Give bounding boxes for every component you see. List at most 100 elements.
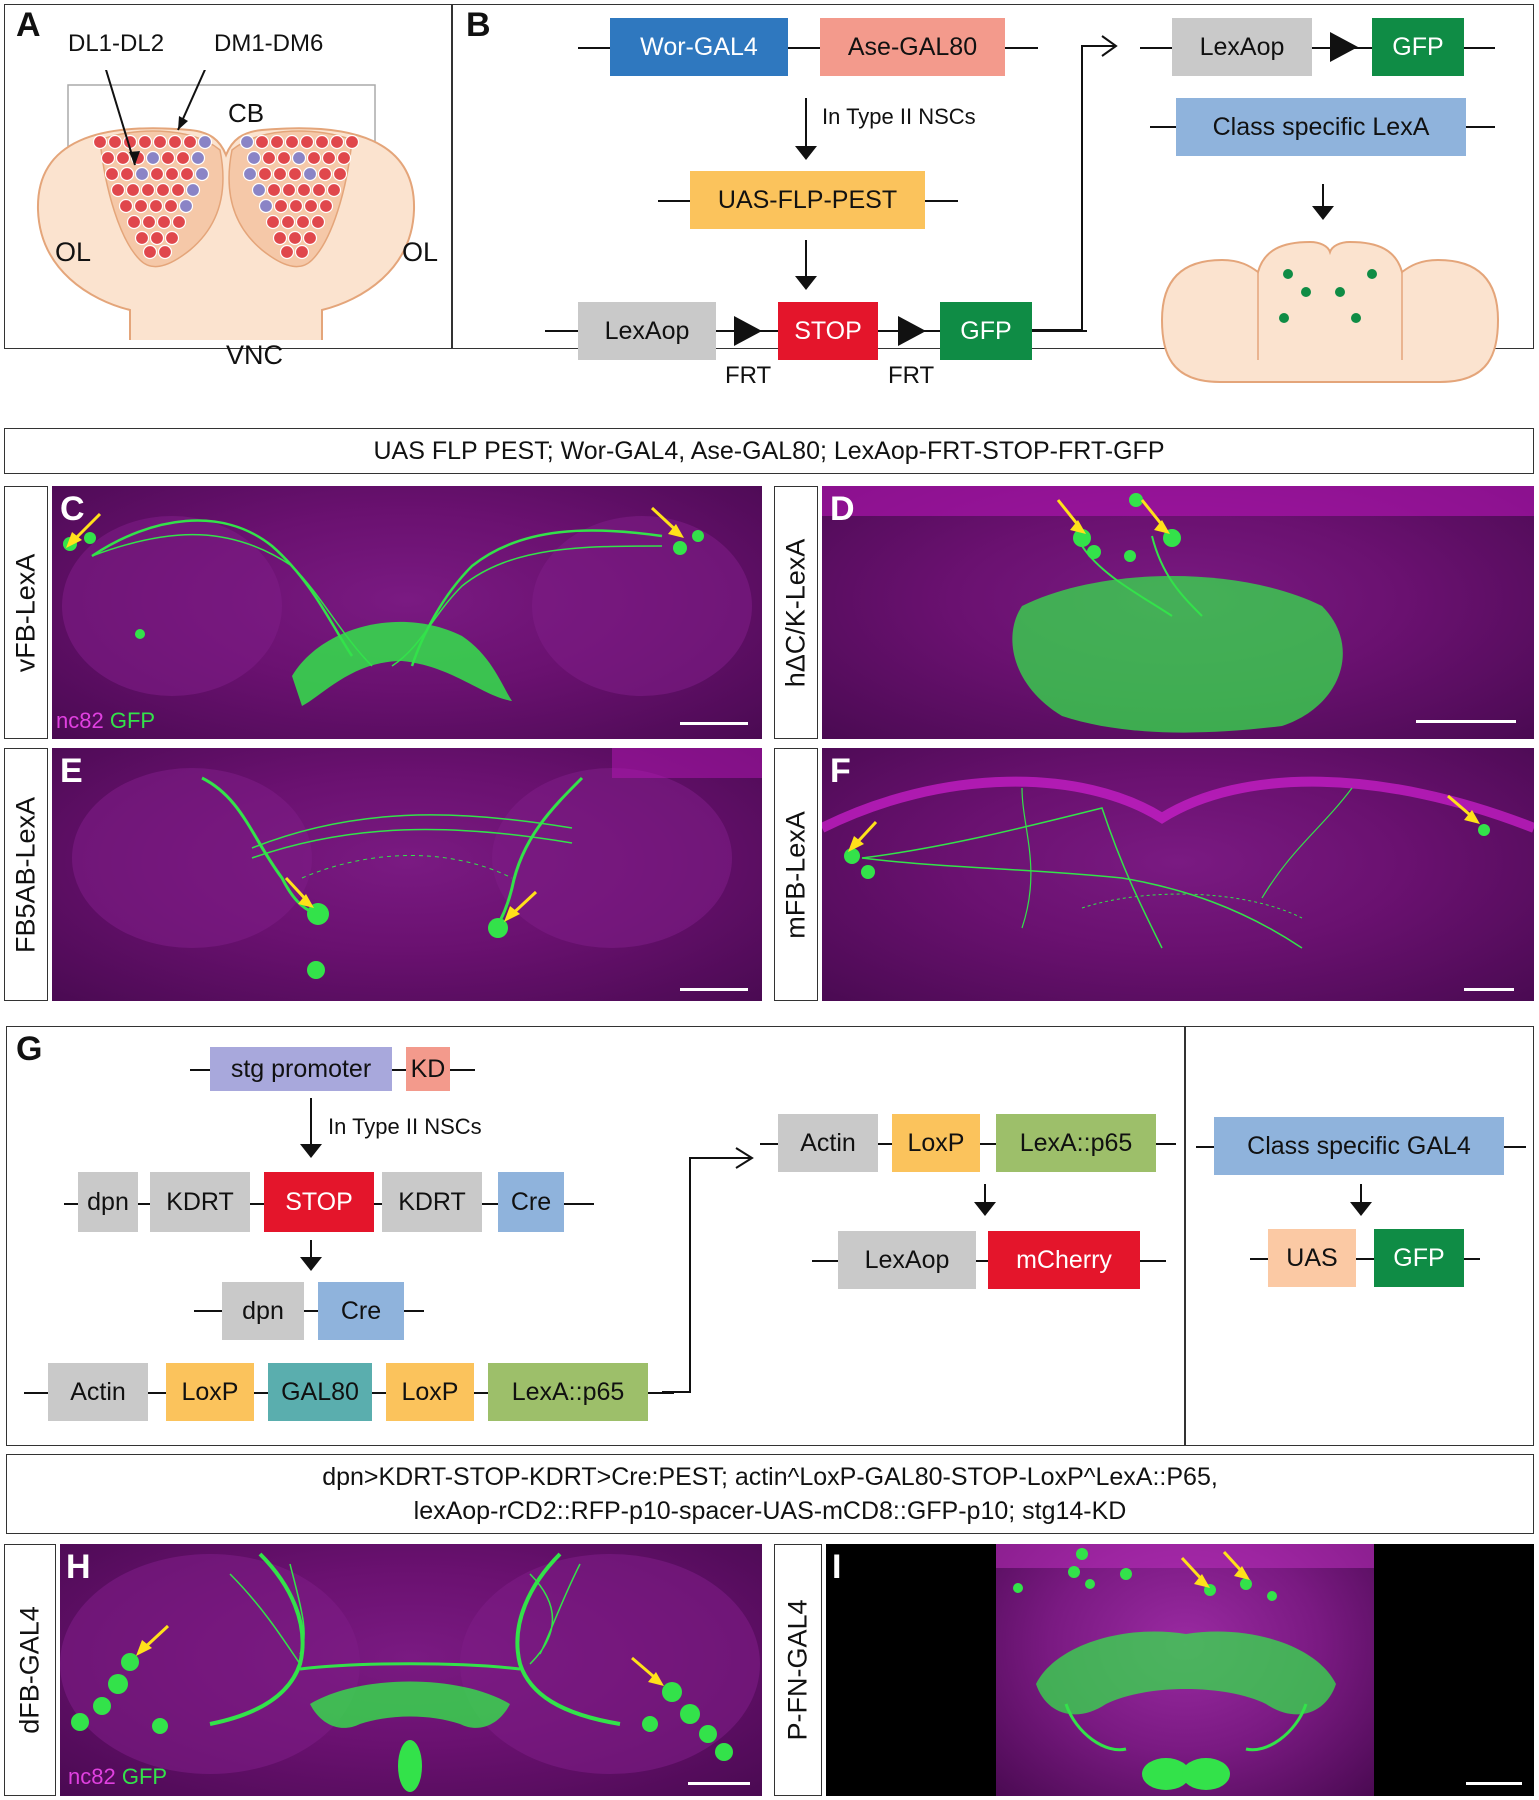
scale-bar-e xyxy=(680,988,748,991)
g-dpn-box: dpn xyxy=(78,1172,138,1232)
type-i-nsc-cell xyxy=(125,182,141,198)
g-gfp-box: GFP xyxy=(1374,1229,1464,1287)
ase-gal80-box: Ase-GAL80 xyxy=(820,18,1005,76)
type-i-nsc-cell xyxy=(155,182,171,198)
micrograph-e: E xyxy=(52,748,762,1001)
type-i-nsc-cell xyxy=(261,150,277,166)
type-i-nsc-cell xyxy=(171,214,187,230)
scale-bar-i xyxy=(1466,1782,1522,1785)
type-i-nsc-cell xyxy=(273,198,289,214)
micrograph-c: C nc82 GFP xyxy=(52,486,762,739)
type-i-nsc-cell xyxy=(100,150,116,166)
right-lexaop-box: LexAop xyxy=(1172,18,1312,76)
dm-dl-nsc-cell xyxy=(291,150,307,166)
dm-dl-nsc-cell xyxy=(251,182,267,198)
right-gfp-box: GFP xyxy=(1372,18,1464,76)
legend-h: nc82 GFP xyxy=(68,1764,168,1789)
type-i-nsc-cell xyxy=(287,230,303,246)
type-i-nsc-cell xyxy=(302,230,318,246)
panel-g-frame xyxy=(6,1026,1534,1446)
micrograph-d: D xyxy=(822,486,1534,739)
panel-g-divider xyxy=(1184,1026,1186,1446)
type-i-nsc-cell xyxy=(170,182,186,198)
type-i-nsc-cell xyxy=(314,134,330,150)
dm-dl-nsc-cell xyxy=(239,134,255,150)
type-i-nsc-cell xyxy=(104,166,120,182)
side-label-i: P-FN-GAL4 xyxy=(774,1544,822,1796)
micrograph-h: H nc82 GFP xyxy=(60,1544,762,1796)
label-cb: CB xyxy=(228,98,265,128)
g-loxp-box-2: LoxP xyxy=(386,1363,474,1421)
g-class-gal4-box: Class specific GAL4 xyxy=(1214,1117,1504,1175)
in-type-ii-label: In Type II NSCs xyxy=(822,104,976,129)
type-i-nsc-cell xyxy=(160,150,176,166)
type-i-nsc-cell xyxy=(280,214,296,230)
type-i-nsc-cell xyxy=(110,182,126,198)
type-i-nsc-cell xyxy=(149,166,165,182)
type-i-nsc-cell xyxy=(148,198,164,214)
dm-dl-nsc-cell xyxy=(185,182,201,198)
panel-e-letter: E xyxy=(60,752,83,790)
label-dl: DL1-DL2 xyxy=(68,30,165,57)
neurons-f xyxy=(822,776,1534,949)
type-i-nsc-cell xyxy=(156,214,172,230)
g-kdrt-box-1: KDRT xyxy=(150,1172,250,1232)
frt-label-1: FRT xyxy=(725,362,772,389)
type-i-nsc-cell xyxy=(344,134,360,150)
type-i-nsc-cell xyxy=(164,230,180,246)
side-label-h: dFB-GAL4 xyxy=(4,1544,56,1796)
type-i-nsc-cell xyxy=(332,166,348,182)
type-i-nsc-cell xyxy=(140,182,156,198)
dm-dl-nsc-cell xyxy=(190,150,206,166)
wor-gal4-box: Wor-GAL4 xyxy=(610,18,788,76)
type-i-nsc-cell xyxy=(294,244,310,260)
stg-promoter-box: stg promoter xyxy=(210,1047,392,1091)
type-i-nsc-cell xyxy=(318,198,334,214)
brain-schematic xyxy=(36,70,416,340)
genotype-banner-1-text: UAS FLP PEST; Wor-GAL4, Ase-GAL80; LexAo… xyxy=(373,436,1165,465)
label-ol-left: OL xyxy=(55,237,92,267)
type-i-nsc-cell xyxy=(182,134,198,150)
genotype-banner-2-line1: dpn>KDRT-STOP-KDRT>Cre:PEST; actin^LoxP-… xyxy=(322,1463,1218,1491)
micrograph-f: F xyxy=(822,748,1534,1001)
type-i-nsc-cell xyxy=(179,166,195,182)
type-i-nsc-cell xyxy=(118,198,134,214)
neurons-c xyxy=(62,506,752,706)
type-i-nsc-cell xyxy=(163,198,179,214)
genotype-banner-1: UAS FLP PEST; Wor-GAL4, Ase-GAL80; LexAo… xyxy=(4,428,1534,474)
label-ol-right: OL xyxy=(402,237,439,267)
label-vnc: VNC xyxy=(226,340,284,370)
g-mid-loxp-box: LoxP xyxy=(892,1114,980,1172)
frt-label-2: FRT xyxy=(888,362,935,389)
type-i-nsc-cell xyxy=(142,244,158,260)
type-i-nsc-cell xyxy=(257,166,273,182)
panel-d-letter: D xyxy=(830,490,855,528)
type-i-nsc-cell xyxy=(107,134,123,150)
neurons-h xyxy=(60,1552,760,1792)
g-cre-box: Cre xyxy=(498,1172,564,1232)
panel-f-letter: F xyxy=(830,752,851,790)
type-i-nsc-cell xyxy=(115,150,131,166)
g-lexa-p65-box: LexA::p65 xyxy=(488,1363,648,1421)
side-label-e: FB5AB-LexA xyxy=(4,748,48,1001)
brain-outline-with-cells xyxy=(1160,240,1500,383)
scale-bar-h xyxy=(688,1782,750,1785)
g-mid-lexa-p65-box: LexA::p65 xyxy=(996,1114,1156,1172)
g-uas-box: UAS xyxy=(1268,1229,1356,1287)
side-label-c: vFB-LexA xyxy=(4,486,48,739)
neurons-i xyxy=(996,1544,1374,1790)
type-i-nsc-cell xyxy=(119,166,135,182)
dm-dl-nsc-cell xyxy=(145,150,161,166)
class-specific-lexa-box: Class specific LexA xyxy=(1176,98,1466,156)
type-i-nsc-cell xyxy=(288,198,304,214)
type-i-nsc-cell xyxy=(321,150,337,166)
panel-h-letter: H xyxy=(66,1548,91,1586)
type-i-nsc-cell xyxy=(164,166,180,182)
micrograph-i: I xyxy=(826,1544,1534,1796)
legend-c: nc82 GFP xyxy=(56,708,156,733)
uas-flp-pest-box: UAS-FLP-PEST xyxy=(690,171,925,229)
type-i-nsc-cell xyxy=(284,134,300,150)
g-dpn-box-2: dpn xyxy=(222,1282,304,1340)
genotype-banner-2-line2: lexAop-rCD2::RFP-p10-spacer-UAS-mCD8::GF… xyxy=(413,1497,1127,1525)
type-i-nsc-cell xyxy=(329,134,345,150)
